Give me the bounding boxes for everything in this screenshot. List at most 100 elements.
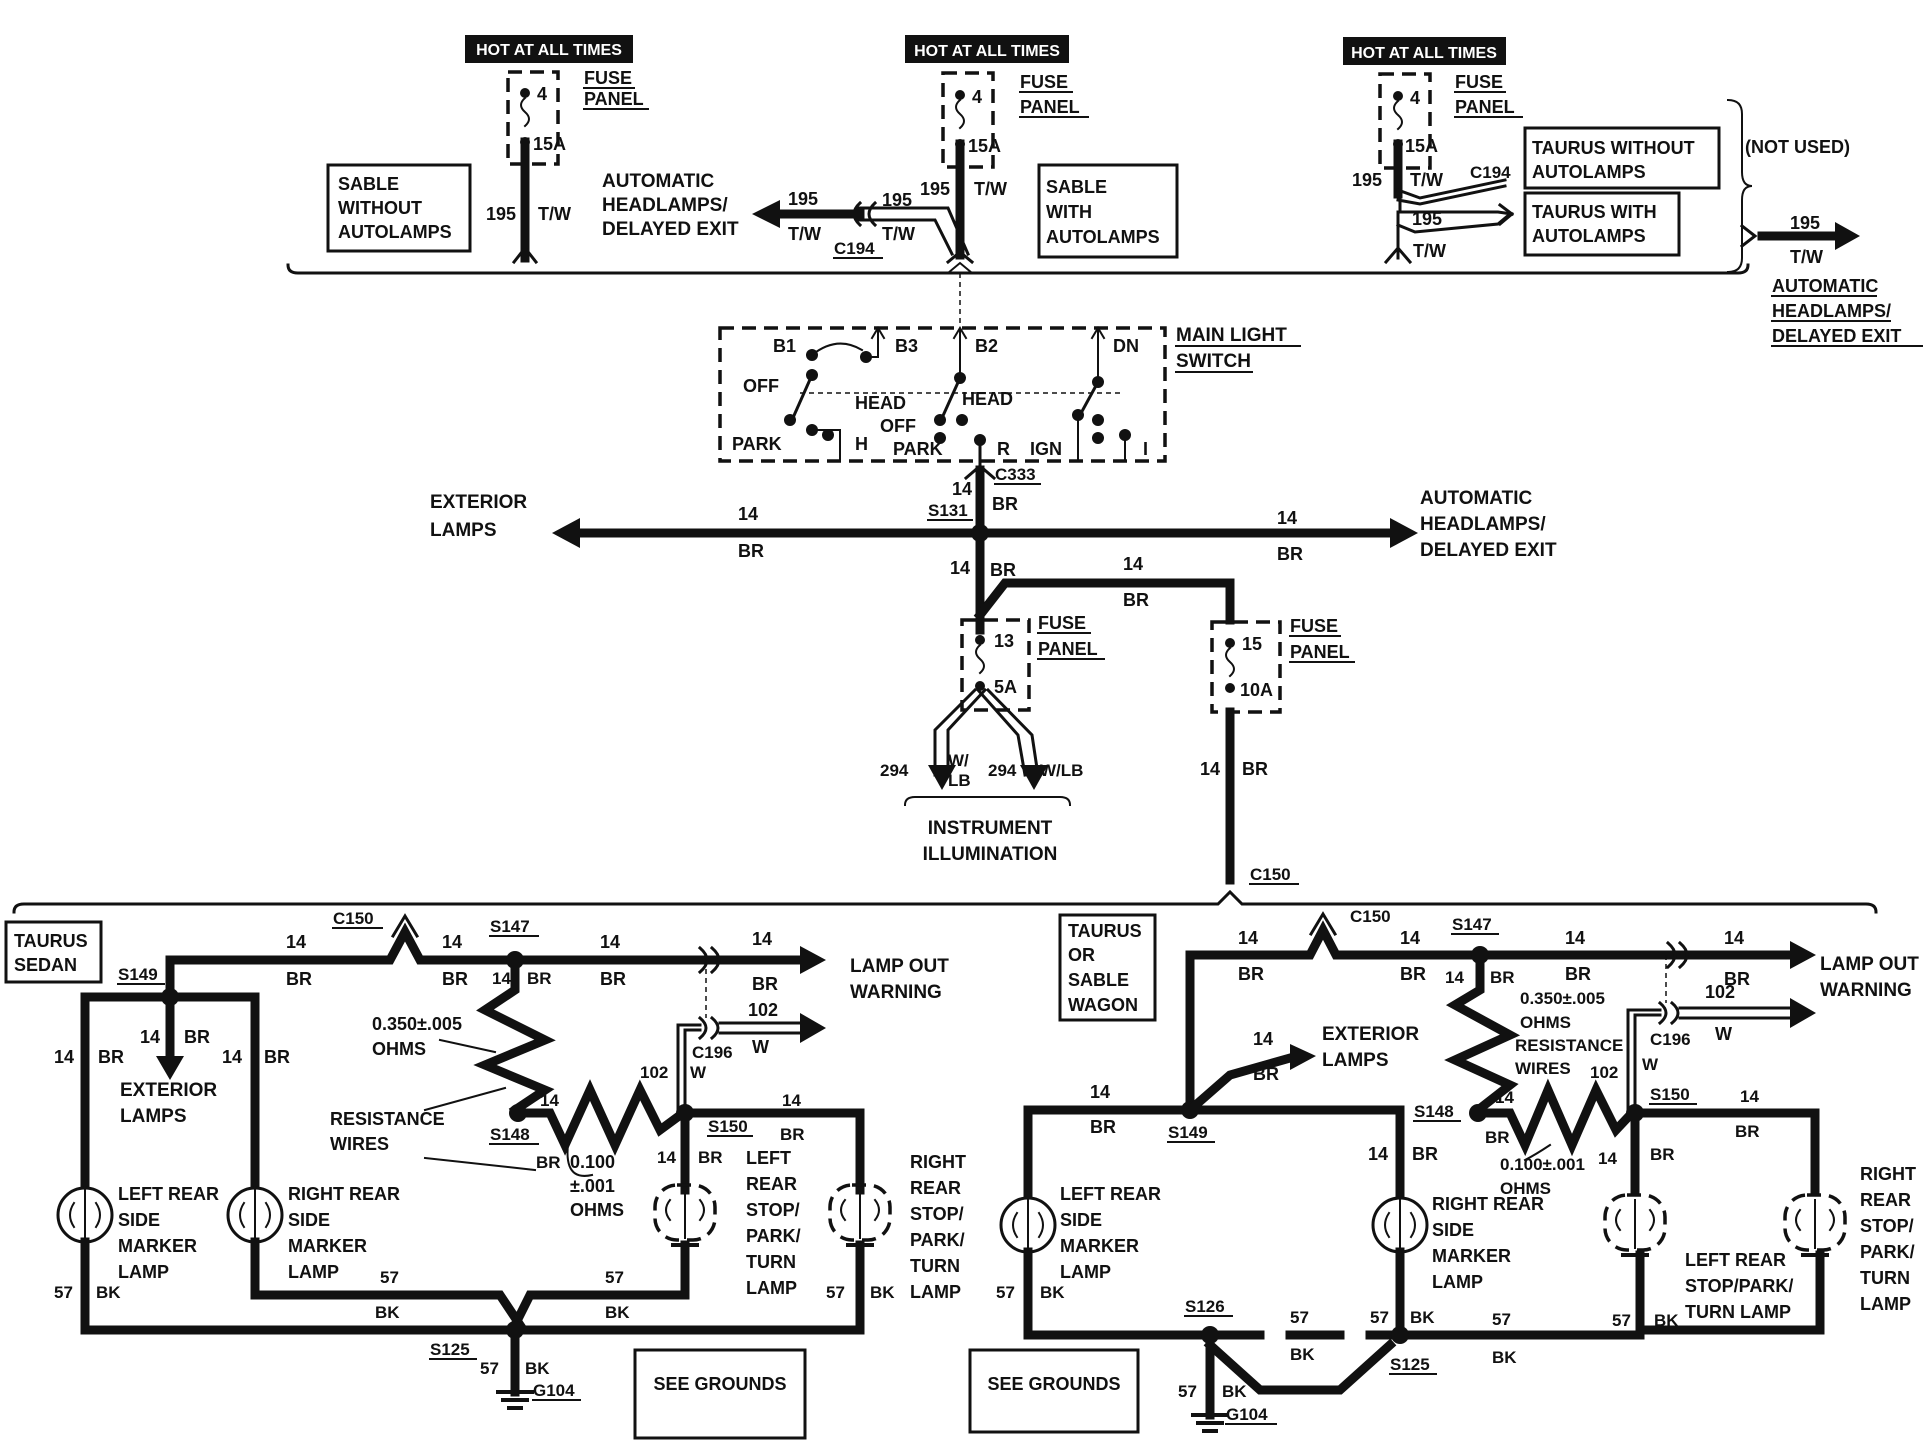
splice-label: S150: [708, 1117, 748, 1136]
wire-color: BK: [1290, 1345, 1315, 1364]
wire-number: 102: [1590, 1063, 1618, 1082]
connector-c194: C194: [1470, 163, 1511, 182]
terminal-dn: DN: [1113, 336, 1139, 356]
splice-s131: S131 14 BR 14 BR EXTERIOR LAMPS AUTOMATI…: [430, 488, 1557, 564]
wire-color: BR: [536, 1153, 561, 1172]
resistance-value: OHMS: [1520, 1013, 1571, 1032]
terminal-ign: IGN: [1030, 439, 1062, 459]
wire-number: 102: [640, 1063, 668, 1082]
taurus-variant-boxes: TAURUS WITHOUT AUTOLAMPS TAURUS WITH AUT…: [1523, 98, 1923, 347]
connector-c150: C150: [333, 909, 374, 928]
wire-number: 14: [54, 1047, 74, 1067]
wire-color: BR: [1253, 1064, 1279, 1084]
resistance-wire-100: [513, 1079, 690, 1156]
position-off: OFF: [880, 416, 916, 436]
lamp-label: LEFT: [746, 1148, 791, 1168]
wire-number: 195: [788, 189, 818, 209]
lamp-label: TURN LAMP: [1685, 1302, 1791, 1322]
fuse-panel-label: PANEL: [1290, 642, 1350, 662]
lamp-label: RIGHT: [910, 1152, 966, 1172]
wire-number: 195: [882, 190, 912, 210]
lower-bus-line: [12, 889, 1878, 914]
fuse-panel-label: FUSE: [1290, 616, 1338, 636]
wire-number: 14: [1740, 1087, 1759, 1106]
wire-number: 14: [1090, 1082, 1110, 1102]
ground-label: G104: [1226, 1405, 1268, 1424]
destination-label: DELAYED EXIT: [1772, 326, 1901, 346]
wire-number: 14: [222, 1047, 242, 1067]
wire-number: 57: [1290, 1308, 1309, 1327]
wire-color: BK: [1492, 1348, 1517, 1367]
wire-number: 57: [826, 1283, 845, 1302]
fuse-block-left: HOT AT ALL TIMES 4 15A FUSE PANEL 195 T/…: [465, 35, 649, 265]
terminal-b1: B1: [773, 336, 796, 356]
wire-number: 57: [605, 1268, 624, 1287]
destination-label: LAMPS: [430, 520, 497, 541]
position-head: HEAD: [962, 389, 1013, 409]
wire-number: 195: [920, 179, 950, 199]
wire-color: BR: [1724, 969, 1750, 989]
connector-c196: C196: [692, 1043, 733, 1062]
wagon-left-rear-stop-park-turn-lamp: [1603, 1193, 1667, 1257]
resistance-value: 0.100: [570, 1152, 615, 1172]
connector-c150: C150: [1250, 865, 1291, 884]
wire-color: BR: [1123, 590, 1149, 610]
wire-color: BR: [1650, 1145, 1675, 1164]
splice-label: S126: [1185, 1297, 1225, 1316]
lamp-label: LEFT REAR: [118, 1184, 219, 1204]
destination-label: INSTRUMENT: [928, 818, 1053, 839]
auto-headlamps-left-label: AUTOMATIC HEADLAMPS/ DELAYED EXIT: [602, 171, 739, 240]
wire-number: 14: [286, 932, 306, 952]
lamp-label: SIDE: [1060, 1210, 1102, 1230]
lamp-label: MARKER: [118, 1236, 197, 1256]
wire-number: 14: [738, 504, 758, 524]
resistance-wires-label: WIRES: [330, 1134, 389, 1154]
resistance-value: 0.350±.005: [372, 1014, 462, 1034]
splice-label: S148: [1414, 1102, 1454, 1121]
see-grounds-label: SEE GROUNDS: [987, 1374, 1120, 1394]
destination-label: LAMP OUT: [1820, 954, 1919, 975]
wagon-right-rear-stop-park-turn-lamp: [1783, 1193, 1847, 1257]
lamp-label: PARK/: [910, 1230, 965, 1250]
lamp-label: LEFT REAR: [1060, 1184, 1161, 1204]
see-grounds-label: SEE GROUNDS: [653, 1374, 786, 1394]
wire-number: 14: [600, 932, 620, 952]
wire-color: BR: [527, 969, 552, 988]
wire-color: BR: [1412, 1144, 1438, 1164]
resistance-value: OHMS: [1500, 1179, 1551, 1198]
sable-with-autolamps-box: SABLE WITH AUTOLAMPS: [1037, 163, 1179, 259]
wire-color: BR: [1490, 968, 1515, 987]
fuse-block-right: HOT AT ALL TIMES 4 15A FUSE PANEL 195 T/…: [1343, 37, 1523, 265]
connector-c194: C194: [834, 239, 875, 258]
lamp-label: LEFT REAR: [1685, 1250, 1786, 1270]
destination-label: HEADLAMPS/: [1420, 514, 1546, 535]
ground-symbol: [496, 1390, 534, 1410]
wire-color: BR: [992, 494, 1018, 514]
destination-label: LAMPS: [120, 1106, 187, 1127]
wire-number: 14: [1123, 554, 1143, 574]
destination-label: LAMPS: [1322, 1050, 1389, 1071]
left-rear-side-marker-lamp: [56, 1186, 114, 1244]
wire-color: T/W: [882, 224, 915, 244]
connector-c150: C150: [1350, 907, 1391, 926]
fuse-panel-label: FUSE: [1020, 72, 1068, 92]
terminal-h: H: [855, 434, 868, 454]
wagon-right-rear-side-marker-lamp: [1371, 1196, 1429, 1254]
not-used-label: (NOT USED): [1745, 137, 1850, 157]
fuse-number: 13: [994, 631, 1014, 651]
splice-label: S131: [928, 501, 968, 520]
wire-number: 14: [1495, 1088, 1514, 1107]
variant-label: SABLE: [338, 174, 399, 194]
fuse-number: 15: [1242, 634, 1262, 654]
wire-number: 14: [1724, 928, 1744, 948]
variant-label: TAURUS: [1068, 921, 1142, 941]
wire-number: 57: [54, 1283, 73, 1302]
variant-label: TAURUS WITHOUT: [1532, 138, 1695, 158]
wire-color: BR: [1565, 964, 1591, 984]
wire-color: BR: [600, 969, 626, 989]
wire-number: 195: [1790, 213, 1820, 233]
connector-c196: C196: [1650, 1030, 1691, 1049]
brace: [1726, 98, 1753, 274]
destination-label: EXTERIOR: [430, 492, 527, 513]
wagon-see-grounds-box: [968, 1348, 1140, 1434]
